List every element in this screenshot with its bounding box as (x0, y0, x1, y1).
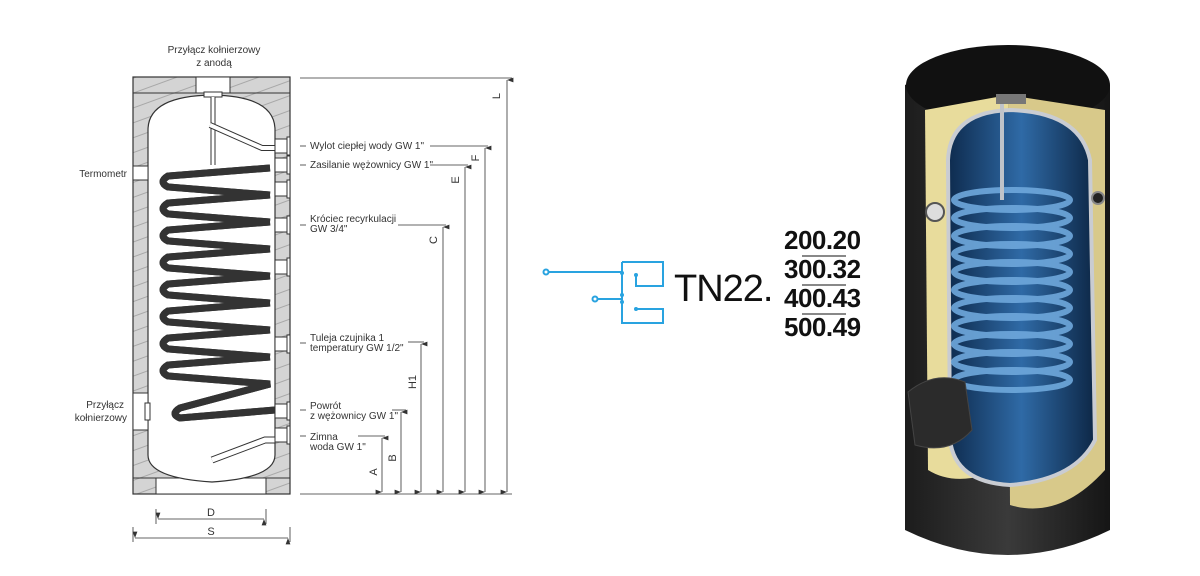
tank-render-image (905, 45, 1110, 555)
model-variants: 200.20 300.32 400.43 500.49 (784, 226, 861, 342)
svg-text:Przyłącz kołnierzowy: Przyłącz kołnierzowy (168, 45, 261, 56)
variant-400: 400.43 (784, 283, 861, 313)
svg-text:E: E (450, 176, 462, 183)
svg-text:z anodą: z anodą (196, 58, 232, 69)
svg-text:C: C (428, 236, 440, 244)
svg-text:A: A (368, 468, 380, 476)
svg-text:temperatury GW 1/2": temperatury GW 1/2" (310, 343, 404, 354)
svg-text:Przyłącz: Przyłącz (86, 400, 124, 411)
svg-text:woda GW 1": woda GW 1" (309, 442, 366, 453)
svg-text:Wylot ciepłej wody GW 1": Wylot ciepłej wody GW 1" (310, 141, 424, 152)
svg-text:kołnierzowy: kołnierzowy (75, 413, 127, 424)
variant-300: 300.32 (784, 254, 861, 284)
thermometer-port (132, 165, 149, 181)
svg-text:F: F (470, 154, 482, 161)
variant-500: 500.49 (784, 312, 861, 342)
tank-cross-section (132, 76, 291, 495)
svg-text:Tuleja czujnika 1: Tuleja czujnika 1 (310, 333, 385, 344)
svg-text:B: B (387, 454, 399, 461)
svg-text:Zasilanie wężownicy GW 1": Zasilanie wężownicy GW 1" (310, 160, 433, 171)
dimension-lines (132, 77, 514, 545)
svg-text:S: S (207, 526, 214, 538)
svg-text:D: D (207, 507, 215, 519)
right-fittings (274, 136, 291, 445)
single-coil-schematic-icon (542, 261, 664, 324)
dimension-labels: L F E C H1 B A D S (207, 93, 503, 538)
connection-labels: Przyłącz kołnierzowy z anodą Termometr P… (75, 45, 488, 453)
svg-text:H1: H1 (407, 375, 419, 389)
svg-text:L: L (491, 93, 503, 99)
svg-text:Powrót: Powrót (310, 401, 341, 412)
svg-text:z wężownicy GW 1": z wężownicy GW 1" (310, 411, 398, 422)
svg-text:GW 3/4": GW 3/4" (310, 224, 348, 235)
model-prefix: TN22. (674, 268, 773, 310)
heating-coil (163, 168, 275, 422)
svg-text:Króciec recyrkulacji: Króciec recyrkulacji (310, 214, 396, 225)
svg-text:Zimna: Zimna (310, 432, 338, 443)
svg-text:Termometr: Termometr (79, 169, 127, 180)
variant-200: 200.20 (784, 225, 861, 255)
